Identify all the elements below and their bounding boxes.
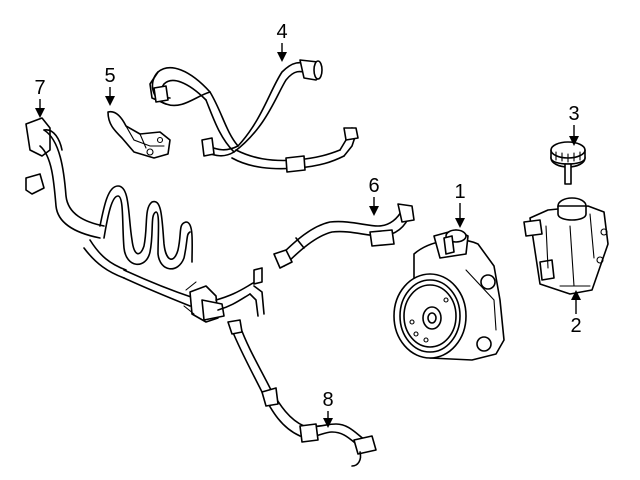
- part-1-pump: [393, 229, 505, 361]
- callout-3: 3: [568, 103, 580, 146]
- callout-label-2: 2: [570, 315, 581, 337]
- callout-5: 5: [104, 65, 116, 106]
- part-7-cooler-line: [25, 117, 265, 323]
- callout-6: 6: [368, 175, 380, 216]
- callout-label-6: 6: [368, 175, 379, 197]
- part-5-bracket: [107, 110, 171, 159]
- callout-label-4: 4: [276, 21, 287, 43]
- callout-label-5: 5: [104, 65, 115, 87]
- callout-7: 7: [34, 77, 46, 118]
- part-3-cap: [550, 141, 586, 185]
- callout-1: 1: [454, 181, 466, 228]
- callout-label-3: 3: [568, 103, 579, 125]
- callout-4: 4: [276, 21, 288, 62]
- callout-label-7: 7: [34, 77, 45, 99]
- callout-label-1: 1: [454, 181, 465, 203]
- part-4-return-hose: [149, 59, 359, 173]
- part-2-reservoir: [523, 197, 609, 295]
- callout-2: 2: [570, 290, 582, 337]
- part-6-hose: [273, 203, 415, 269]
- callout-label-8: 8: [322, 389, 333, 411]
- callout-8: 8: [322, 389, 334, 428]
- part-8-pressure-hose: [227, 319, 377, 467]
